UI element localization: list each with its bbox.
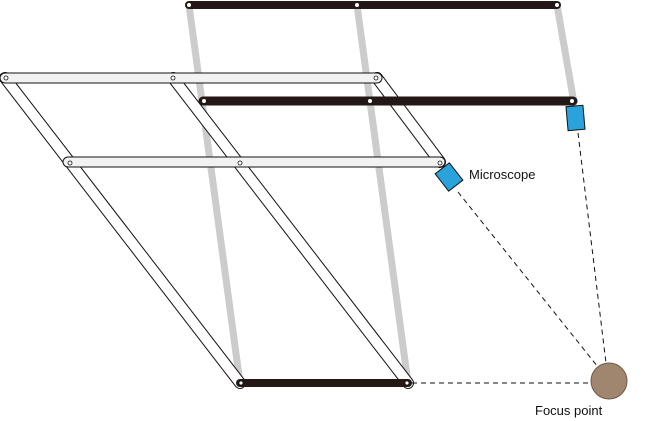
gray-rod-left bbox=[185, 1, 244, 387]
pivot bbox=[404, 380, 410, 386]
gray-rod-middle bbox=[353, 1, 412, 387]
pivot bbox=[368, 99, 372, 103]
pivot bbox=[355, 3, 359, 7]
focus-point-icon bbox=[590, 362, 628, 400]
focus-point-label: Focus point bbox=[535, 403, 603, 418]
sight-lines bbox=[412, 132, 607, 384]
microscope-icon bbox=[565, 104, 586, 132]
pivot bbox=[202, 99, 206, 103]
white-frame-diagonals bbox=[0, 72, 446, 389]
pivot bbox=[570, 99, 574, 103]
pivot bbox=[187, 3, 191, 7]
sight-line-right bbox=[577, 132, 607, 364]
microscope-label: Microscope bbox=[469, 167, 535, 182]
gray-rod-right bbox=[553, 1, 578, 107]
microscope-icon bbox=[434, 162, 464, 192]
pivot bbox=[238, 380, 244, 386]
sight-line-microscope bbox=[457, 191, 599, 368]
gray-rods bbox=[185, 1, 578, 387]
white-frame-pivots bbox=[3, 75, 443, 166]
pivot bbox=[555, 3, 559, 7]
dark-top-bar-pivots bbox=[187, 3, 559, 7]
